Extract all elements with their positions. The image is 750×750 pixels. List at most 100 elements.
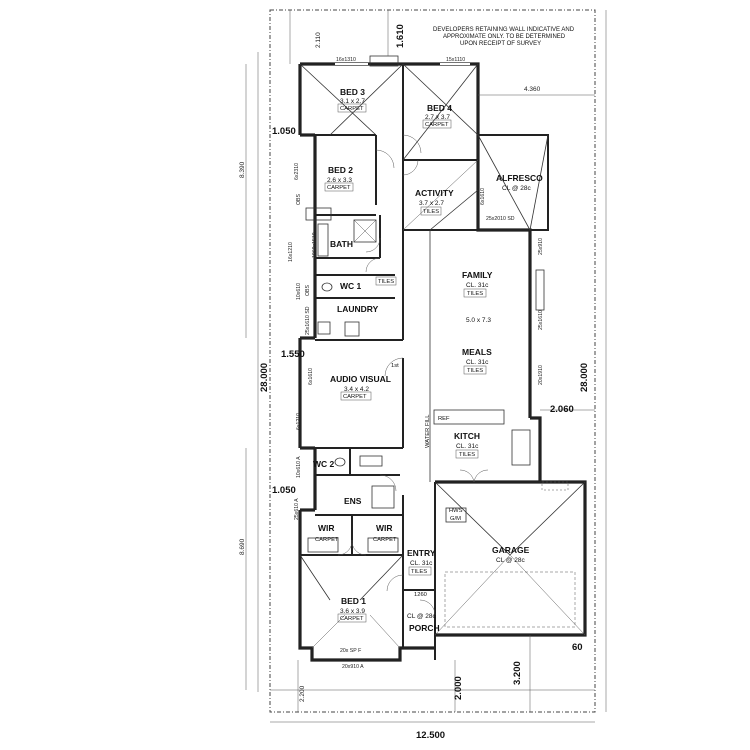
- dim-2060: 2.060: [550, 404, 574, 415]
- room-porch: CL @ 28c PORCH: [407, 613, 440, 633]
- activity-finish: TILES: [423, 209, 439, 215]
- entry-name: ENTRY: [407, 548, 436, 558]
- bed4-name: BED 4: [427, 103, 452, 113]
- room-bed4: BED 4 2.7 x 3.7 CARPET: [422, 103, 452, 129]
- roof-line: [509, 481, 586, 556]
- bed2-finish: CARPET: [327, 185, 351, 191]
- dim-3200: 3.200: [512, 661, 523, 685]
- washer: [344, 321, 360, 337]
- gm-label: G/M: [450, 516, 461, 522]
- bed1-finish: CARPET: [340, 616, 364, 622]
- roof-line: [434, 554, 511, 636]
- activity-name: ACTIVITY: [415, 188, 454, 198]
- dim-1050-mid: 1.050: [272, 485, 296, 496]
- door-swing: [351, 539, 367, 556]
- wir-right-shelves: [367, 537, 399, 553]
- kitchen-bench: [511, 429, 531, 466]
- bed1-name: BED 1: [341, 596, 366, 606]
- roof-line: [429, 189, 479, 231]
- exterior-wall-east-kitchen: [530, 416, 542, 482]
- activity-size: 3.7 x 2.7: [419, 200, 444, 207]
- win-family-2: 25x1610: [538, 310, 544, 330]
- roof-line: [434, 481, 511, 556]
- room-bed1: BED 1 3.6 x 3.9 CARPET: [337, 596, 367, 623]
- entry-finish: TILES: [411, 569, 427, 575]
- dimension-lines: [245, 10, 607, 723]
- wir-left-finish: CARPET: [315, 537, 339, 543]
- alfresco-hip: [529, 134, 549, 231]
- porch-name: PORCH: [409, 623, 440, 633]
- win-audio-2: 6x1210: [296, 413, 302, 430]
- toilet-wc2: [334, 457, 346, 467]
- tag-box: [337, 613, 367, 623]
- meals-name: MEALS: [462, 347, 492, 357]
- roof-line: [311, 614, 346, 649]
- obs-label-2: OBS: [305, 285, 311, 296]
- tag-box: [455, 449, 479, 459]
- meals-finish: TILES: [467, 368, 483, 374]
- room-bed3: BED 3 3.1 x 2.7 CARPET: [337, 87, 367, 113]
- garage-name: GARAGE: [492, 545, 530, 555]
- door-swing: [337, 539, 353, 556]
- exterior-wall-east-living: [476, 135, 532, 418]
- ens-name: ENS: [344, 496, 362, 506]
- room-bath: BATH: [330, 239, 353, 249]
- exterior-wall-north: [300, 62, 480, 135]
- room-alfresco: ALFRESCO CL @ 28c: [496, 173, 543, 192]
- tag-box: [375, 276, 397, 286]
- tag-box: [463, 288, 487, 298]
- door-swing: [402, 159, 419, 176]
- retaining-note-line-3: UPON RECEIPT OF SURVEY: [460, 41, 541, 47]
- roof-line: [299, 63, 377, 136]
- audio-name: AUDIO VISUAL: [330, 374, 391, 384]
- tag-box: [422, 119, 452, 129]
- living-window-frame: [535, 269, 545, 311]
- dim-2200: 2.200: [299, 685, 306, 702]
- alfresco-name: ALFRESCO: [496, 173, 543, 183]
- dim-depth-left: 28.000: [259, 363, 270, 392]
- lot-boundary: [269, 9, 596, 713]
- kitchen-finish: TILES: [459, 452, 475, 458]
- room-ens: ENS: [344, 496, 362, 506]
- entry-ceiling: CL. 31c: [410, 560, 433, 567]
- win-bed2: 6x2310: [294, 163, 300, 180]
- dim-8690: 8.690: [239, 538, 246, 555]
- obs-label-1: OBS: [296, 194, 302, 205]
- wir-left-name: WIR: [318, 523, 335, 533]
- win-bath: 16x1210: [288, 242, 294, 262]
- retaining-note-line-1: DEVELOPERS RETAINING WALL INDICATIVE AND: [433, 27, 575, 33]
- bath-name: BATH: [330, 239, 353, 249]
- dim-8390: 8.390: [239, 161, 246, 178]
- win-laundry-sd: 25x1610 SD: [305, 306, 311, 335]
- door-swing: [375, 149, 395, 169]
- dim-width-total: 12.500: [416, 730, 445, 741]
- room-entry: ENTRY CL. 31c TILES: [407, 548, 436, 576]
- window-bay: [369, 55, 399, 67]
- garage-hws-box: [445, 507, 467, 523]
- audio-size: 3.4 x 4.2: [344, 386, 369, 393]
- ens-shower: [371, 485, 395, 509]
- win-wc2: 10x610 A: [296, 456, 302, 478]
- bed4-finish: CARPET: [425, 122, 449, 128]
- room-audio-visual: AUDIO VISUAL 3.4 x 4.2 CARPET: [330, 374, 391, 401]
- kitchen-ceiling: CL. 31c: [456, 443, 479, 450]
- win-alfresco-sd: 25x2010 SD: [486, 216, 515, 222]
- fixture-line: [353, 219, 377, 243]
- door-swing: [379, 474, 397, 492]
- tag-box: [463, 365, 487, 375]
- h1260-label: 1260: [414, 592, 427, 598]
- room-wc2: WC 2: [313, 459, 335, 469]
- family-ceiling: CL. 31c: [466, 282, 489, 289]
- dim-1550: 1.550: [281, 349, 305, 360]
- alfresco-hip: [477, 134, 531, 231]
- family-finish: TILES: [467, 291, 483, 297]
- alfresco-outline: [478, 134, 549, 231]
- tag-box: [324, 182, 354, 192]
- room-kitchen: KITCH CL. 31c TILES: [454, 431, 480, 459]
- bathtub: [317, 223, 329, 257]
- room-activity: ACTIVITY 3.7 x 2.7 TILES: [415, 188, 454, 216]
- win-bed4: 15x1110: [446, 57, 465, 63]
- kitchen-name: KITCH: [454, 431, 480, 441]
- room-bed2: BED 2 2.6 x 3.3 CARPET: [324, 165, 354, 192]
